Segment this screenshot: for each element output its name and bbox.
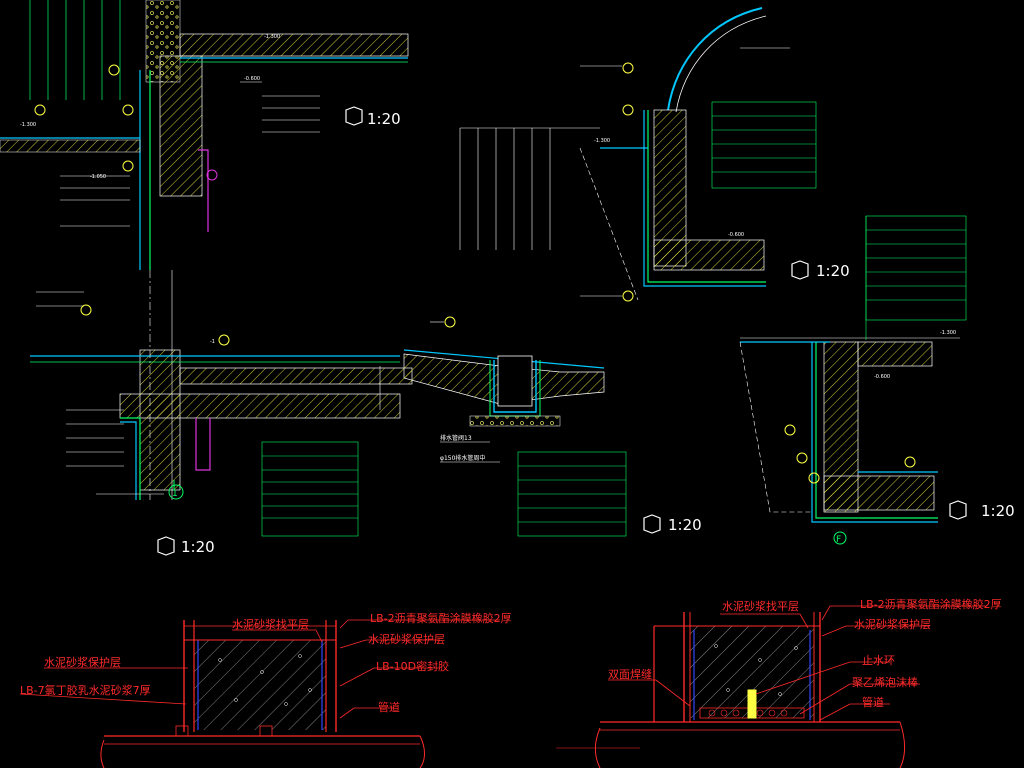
label-coating: LB-2沥青聚氨酯涂膜橡胶2厚 xyxy=(860,597,1002,611)
label-protect-left: 水泥砂浆保护层 xyxy=(44,655,121,669)
scale-label-1: 1:20 xyxy=(345,106,401,128)
elevation-label: -0.600 xyxy=(874,374,890,380)
label-water-ring: 止水环 xyxy=(862,654,895,667)
pipe-detail-right: 水泥砂浆找平层 LB-2沥青聚氨酯涂膜橡胶2厚 水泥砂浆保护层 止水环 双面焊缝… xyxy=(556,597,1002,768)
scale-label-4: 1:20 xyxy=(643,514,702,534)
elevation-label: -0.600 xyxy=(728,232,744,238)
svg-text:1:20: 1:20 xyxy=(181,538,215,556)
elevation-label: -1.300 xyxy=(20,122,36,128)
detail-drain: 排水管阀13 φ150排水管周中 xyxy=(379,316,627,537)
svg-text:1:20: 1:20 xyxy=(367,110,401,128)
drain-label: 排水管阀13 xyxy=(440,434,472,442)
label-pipe: 管道 xyxy=(862,695,884,709)
elevation-label: -0.600 xyxy=(244,76,260,82)
svg-text:1:20: 1:20 xyxy=(668,516,702,534)
scale-label-2: 1:20 xyxy=(157,536,215,556)
axis-marker: 1 xyxy=(172,489,178,499)
label-pipe: 管道 xyxy=(378,700,400,714)
detail-top-right: -1.300 -0.600 xyxy=(459,7,817,302)
label-protect: 水泥砂浆保护层 xyxy=(854,617,931,631)
label-welding: 双面焊缝 xyxy=(608,667,652,681)
svg-text:1:20: 1:20 xyxy=(816,262,850,280)
scale-label-5: 1:20 xyxy=(949,500,1015,520)
label-foam: 聚乙烯泡沫棒 xyxy=(852,675,918,689)
svg-text:-1: -1 xyxy=(210,339,215,345)
label-seal: LB-10D密封胶 xyxy=(376,659,449,673)
detail-right-mid: F -1.300 -0.600 xyxy=(739,215,967,545)
detail-top-left: -0.600 -1.300 -1.050 -1.300 xyxy=(0,0,409,270)
detail-mid-left: -1 1 xyxy=(30,270,413,537)
elevation-label: -1.300 xyxy=(940,330,956,336)
label-top-layer: 水泥砂浆找平层 xyxy=(722,599,799,613)
svg-text:1:20: 1:20 xyxy=(981,502,1015,520)
elevation-label: -1.050 xyxy=(90,174,106,180)
scale-label-3: 1:20 xyxy=(791,260,850,280)
label-protect-right: 水泥砂浆保护层 xyxy=(368,632,445,646)
label-top-layer: 水泥砂浆找平层 xyxy=(232,617,309,631)
label-waterproof-mortar: LB-7氯丁胶乳水泥砂浆7厚 xyxy=(20,683,151,697)
axis-marker: F xyxy=(836,535,841,545)
pipe-detail-left: 水泥砂浆找平层 LB-2沥青聚氨酯涂膜橡胶2厚 水泥砂浆保护层 水泥砂浆保护层 … xyxy=(19,611,512,768)
drain-label: φ150排水管周中 xyxy=(440,454,485,462)
label-coating: LB-2沥青聚氨酯涂膜橡胶2厚 xyxy=(370,611,512,625)
elevation-label: -1.300 xyxy=(264,34,280,40)
elevation-label: -1.300 xyxy=(594,138,610,144)
